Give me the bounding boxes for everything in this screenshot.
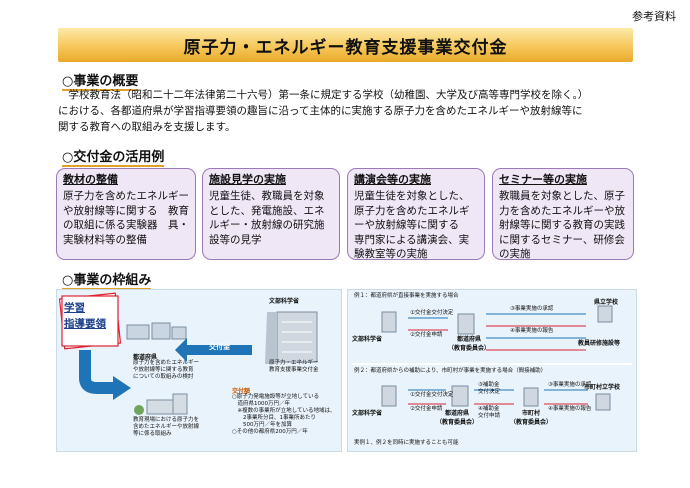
ex1-school: 県立学校 xyxy=(594,299,619,306)
left-mext-label: 文部科学省 xyxy=(269,298,300,305)
ex2-subsidy-apply: ④補助金 交付申請 xyxy=(478,406,501,419)
ex1-mext: 文部科学省 xyxy=(352,336,383,343)
amount-title: 交付額 xyxy=(232,388,251,395)
ex2-impl-report: ④事業実施の報告 xyxy=(548,406,592,412)
left-pref-label: 都道府県 xyxy=(133,354,158,361)
example1-title: 例１：都道府県が直接事業を実施する場合 xyxy=(354,293,459,299)
left-mext-desc: 原子力・エネルギー 教育支援事業交付金 xyxy=(269,360,319,373)
page-title: 原子力・エネルギー教育支援事業交付金 xyxy=(58,28,633,62)
use-card-materials: 教材の整備 原子力を含めたエネルギーや放射線等に関する 教育の取組に係る実験器 … xyxy=(56,168,196,260)
amount-line: ※複数の事業所が立地している地域は、 xyxy=(232,408,336,414)
ex2-subsidy-decision: ③補助金 交付決定 xyxy=(478,382,501,395)
card-title: 教材の整備 xyxy=(63,173,118,186)
amount-line: 2事業所分目、1事業所あたり xyxy=(232,415,316,421)
overview-paragraph: 学校教育法（昭和二十二年法律第二十六号）第一条に規定する学校（幼稚園、大学及び高… xyxy=(58,87,658,135)
ex2-impl-approve: ③事業実施の承認 xyxy=(548,382,592,388)
overview-line: 関する教育への取組みを支援します。 xyxy=(58,121,236,133)
framework-note: 実例１、例２を同時に実施することも可能 xyxy=(354,440,459,446)
amount-line: 道府県1000万円／年 xyxy=(232,401,291,407)
grant-arrow-label: 交付金 xyxy=(209,343,230,351)
reference-label: 参考資料 xyxy=(632,10,676,23)
card-body: 教職員を対象とした、原子力を含めたエネルギーや放射線等に関する教育の実践に関する… xyxy=(499,190,625,260)
ex1-impl-report: ④事業実施の報告 xyxy=(510,328,554,334)
card-title: 講演会等の実施 xyxy=(354,173,431,186)
example2-title: 例２：都道府県からの補助により、市町村が事業を実施する場合（間接補助） xyxy=(354,368,547,374)
card-body: 児童生徒を対象とした、原子力を含めたエネルギーや放射線等に関する 専門家による講… xyxy=(354,190,470,260)
amount-list: ○原子力発電施設等が立地している 道府県1000万円／年 ※複数の事業所が立地し… xyxy=(232,394,340,436)
card-title: 施設見学の実施 xyxy=(209,173,286,186)
framework-left-illustration xyxy=(58,292,318,415)
ex2-school: 市町村立学校 xyxy=(584,384,621,391)
ex1-grant-decision: ①交付金交付決定 xyxy=(410,310,454,316)
framework-right-panel: 例１：都道府県が直接事業を実施する場合 例２：都道府県からの補助により、市町村が… xyxy=(347,289,637,452)
overview-heading: ○事業の概要 xyxy=(62,74,139,91)
left-school-desc: 教育現場における原子力を 含めたエネルギーや放射線 等に係る取組み xyxy=(133,417,200,437)
ex1-impl-approve: ③事業実施の承認 xyxy=(510,306,554,312)
ex2-grant-decision: ①交付金交付決定 xyxy=(410,392,454,398)
left-pref-desc: 原子力を含めたエネルギー や放射線等に関する教育 についての取組みの検討 xyxy=(133,360,200,380)
overview-line: における、各都道府県が学習指導要領の趣旨に沿って主体的に実施する原子力を含めたエ… xyxy=(58,105,583,117)
amount-line: ○原子力発電施設等が立地している xyxy=(232,394,320,400)
card-title: セミナー等の実施 xyxy=(499,173,587,186)
framework-left-panel: 学習 指導要領 文部科学省 原子力・エネルギー 教育支援事業交付金 交付金 都道… xyxy=(56,289,342,452)
framework-heading: ○事業の枠組み xyxy=(62,273,152,290)
ex1-pref: 都道府県 （教育委員会） xyxy=(448,336,491,352)
ex1-center: 教員研修施設等 xyxy=(578,340,621,347)
card-body: 児童生徒、教職員を対象とした、発電施設、エネルギー・放射線の研究施設等の見学 xyxy=(209,190,325,246)
use-card-seminar: セミナー等の実施 教職員を対象とした、原子力を含めたエネルギーや放射線等に関する… xyxy=(492,168,634,260)
overview-line: 学校教育法（昭和二十二年法律第二十六号）第一条に規定する学校（幼稚園、大学及び高… xyxy=(58,89,589,101)
ex2-mext: 文部科学省 xyxy=(352,410,383,417)
amount-line: 500万円／年を加算 xyxy=(232,422,292,428)
uses-heading: ○交付金の活用例 xyxy=(62,150,165,167)
use-card-tour: 施設見学の実施 児童生徒、教職員を対象とした、発電施設、エネルギー・放射線の研究… xyxy=(202,168,340,260)
ex2-city: 市町村 （教育委員会） xyxy=(510,410,553,426)
amount-line: ○その他の都府県200万円／年 xyxy=(232,429,308,435)
use-card-lecture: 講演会等の実施 児童生徒を対象とした、原子力を含めたエネルギーや放射線等に関する… xyxy=(347,168,485,260)
ex2-grant-apply: ②交付金申請 xyxy=(410,406,443,412)
card-body: 原子力を含めたエネルギーや放射線等に関する 教育の取組に係る実験器 具・実験材料… xyxy=(63,190,189,246)
ex1-grant-apply: ②交付金申請 xyxy=(410,332,443,338)
framework-right-diagram xyxy=(352,305,632,411)
ex2-pref: 都道府県 （教育委員会） xyxy=(436,410,479,426)
guideline-label: 学習 指導要領 xyxy=(64,302,106,330)
